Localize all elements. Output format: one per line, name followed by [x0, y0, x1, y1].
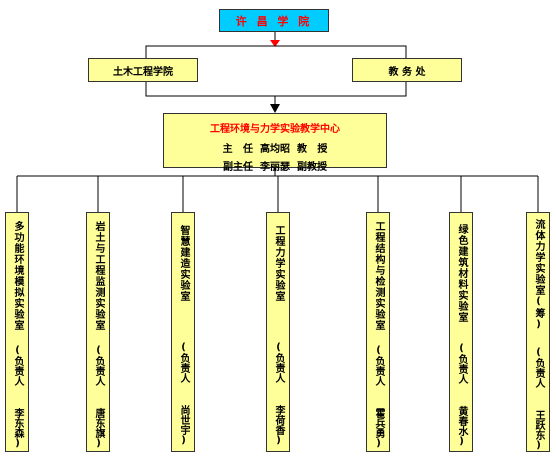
center-deputy: 副主任 李丽瑟 副教授	[223, 162, 327, 173]
connector	[145, 45, 407, 58]
center-director: 主 任 高均昭 教 授	[222, 144, 328, 155]
node-academic-affairs: 教 务 处	[352, 58, 462, 82]
lab-box: 工程力学实验室 (负责人 李荷香)	[266, 212, 290, 452]
lab-box: 智慧建造实验室 (负责人 尚世宇)	[171, 212, 195, 452]
top-node: 许 昌 学 院	[219, 9, 329, 32]
lab-box: 绿色建筑材料实验室 (负责人 黄春水)	[449, 212, 473, 452]
lab-name: 绿色建筑材料实验室	[456, 223, 467, 323]
lab-name: 多功能环境模拟实验室	[12, 221, 23, 331]
lab-head: (负责人 黄春水)	[456, 342, 467, 447]
node-label: 教 务 处	[388, 66, 426, 78]
node-civil-engineering: 土木工程学院	[88, 58, 198, 82]
connector	[145, 82, 407, 97]
top-node-label: 许 昌 学 院	[235, 14, 313, 28]
lab-name: 岩土与工程监测实验室	[93, 221, 104, 331]
arrow-down-icon	[270, 40, 280, 47]
lab-head: (负责人 李东森)	[12, 345, 23, 449]
lab-head: (负责人 王跃东)	[533, 347, 544, 451]
lab-name: 流体力学实验室(筹)	[533, 219, 544, 331]
lab-head: (负责人 霍兵勇)	[373, 345, 384, 449]
lab-box: 岩土与工程监测实验室 (负责人 唐东旗)	[86, 212, 110, 452]
lab-name: 工程力学实验室	[273, 224, 284, 302]
center-title: 工程环境与力学实验教学中心	[210, 124, 340, 135]
lab-head: (负责人 唐东旗)	[93, 345, 104, 449]
lab-head: (负责人 尚世宇)	[178, 341, 189, 446]
lab-box: 工程结构与检测实验室 (负责人 霍兵勇)	[366, 212, 390, 452]
arrow-down-icon	[270, 104, 280, 113]
lab-name: 智慧建造实验室	[178, 224, 189, 302]
lab-name: 工程结构与检测实验室	[373, 221, 384, 331]
node-label: 土木工程学院	[113, 66, 173, 78]
lab-head: (负责人 李荷香)	[273, 341, 284, 446]
center-node: 工程环境与力学实验教学中心 主 任 高均昭 教 授 副主任 李丽瑟 副教授	[163, 113, 387, 173]
lab-box: 多功能环境模拟实验室 (负责人 李东森)	[5, 212, 29, 452]
lab-box: 流体力学实验室(筹) (负责人 王跃东)	[526, 212, 550, 452]
